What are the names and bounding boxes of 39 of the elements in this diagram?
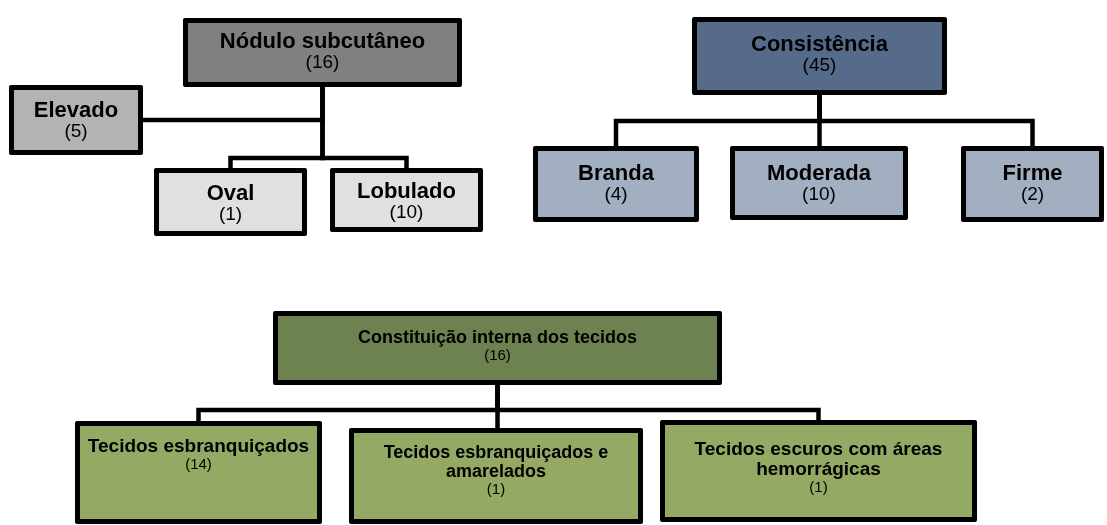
count-label: (1) <box>218 204 243 225</box>
category-box <box>692 17 947 95</box>
category-label: Tecidos esbranquiçados e amarelados <box>382 443 610 481</box>
count-label: (2) <box>1020 184 1045 205</box>
count-label: (5) <box>64 121 88 142</box>
count-label: (16) <box>484 346 511 364</box>
count-label: (10) <box>802 184 836 205</box>
category-label: Branda <box>578 161 654 185</box>
subcategory-box <box>154 168 307 236</box>
category-label: Elevado <box>33 98 119 122</box>
subcategory-box <box>75 421 322 524</box>
category-box <box>183 18 462 87</box>
count-label: (14) <box>185 455 212 473</box>
category-label: Consistência <box>751 32 888 56</box>
subcategory-box <box>533 146 699 222</box>
subcategory-box <box>349 428 643 524</box>
category-box <box>273 311 722 385</box>
connector-line <box>320 87 409 168</box>
subcategory-box <box>9 85 143 155</box>
subcategory-box <box>961 146 1104 222</box>
count-label: (16) <box>305 52 340 73</box>
category-label: Nódulo subcutâneo <box>219 29 426 53</box>
count-label: (4) <box>604 184 628 205</box>
connector-line <box>495 385 821 420</box>
category-label: Tecidos escuros com áreas hemorrágicas <box>693 439 944 479</box>
count-label: (10) <box>389 202 424 223</box>
category-label: Firme <box>1002 161 1063 185</box>
category-label: Lobulado <box>357 179 456 203</box>
subcategory-box <box>660 420 977 522</box>
subcategory-box <box>330 168 483 232</box>
subcategory-box <box>730 146 908 220</box>
category-label: Oval <box>206 181 255 205</box>
count-label: (1) <box>486 480 506 498</box>
category-label: Moderada <box>767 161 871 185</box>
count-label: (1) <box>809 478 828 496</box>
category-label: Constituição interna dos tecidos <box>357 328 637 347</box>
connector-line <box>817 95 1035 146</box>
count-label: (45) <box>802 55 837 76</box>
category-label: Tecidos esbranquiçados <box>87 436 310 456</box>
